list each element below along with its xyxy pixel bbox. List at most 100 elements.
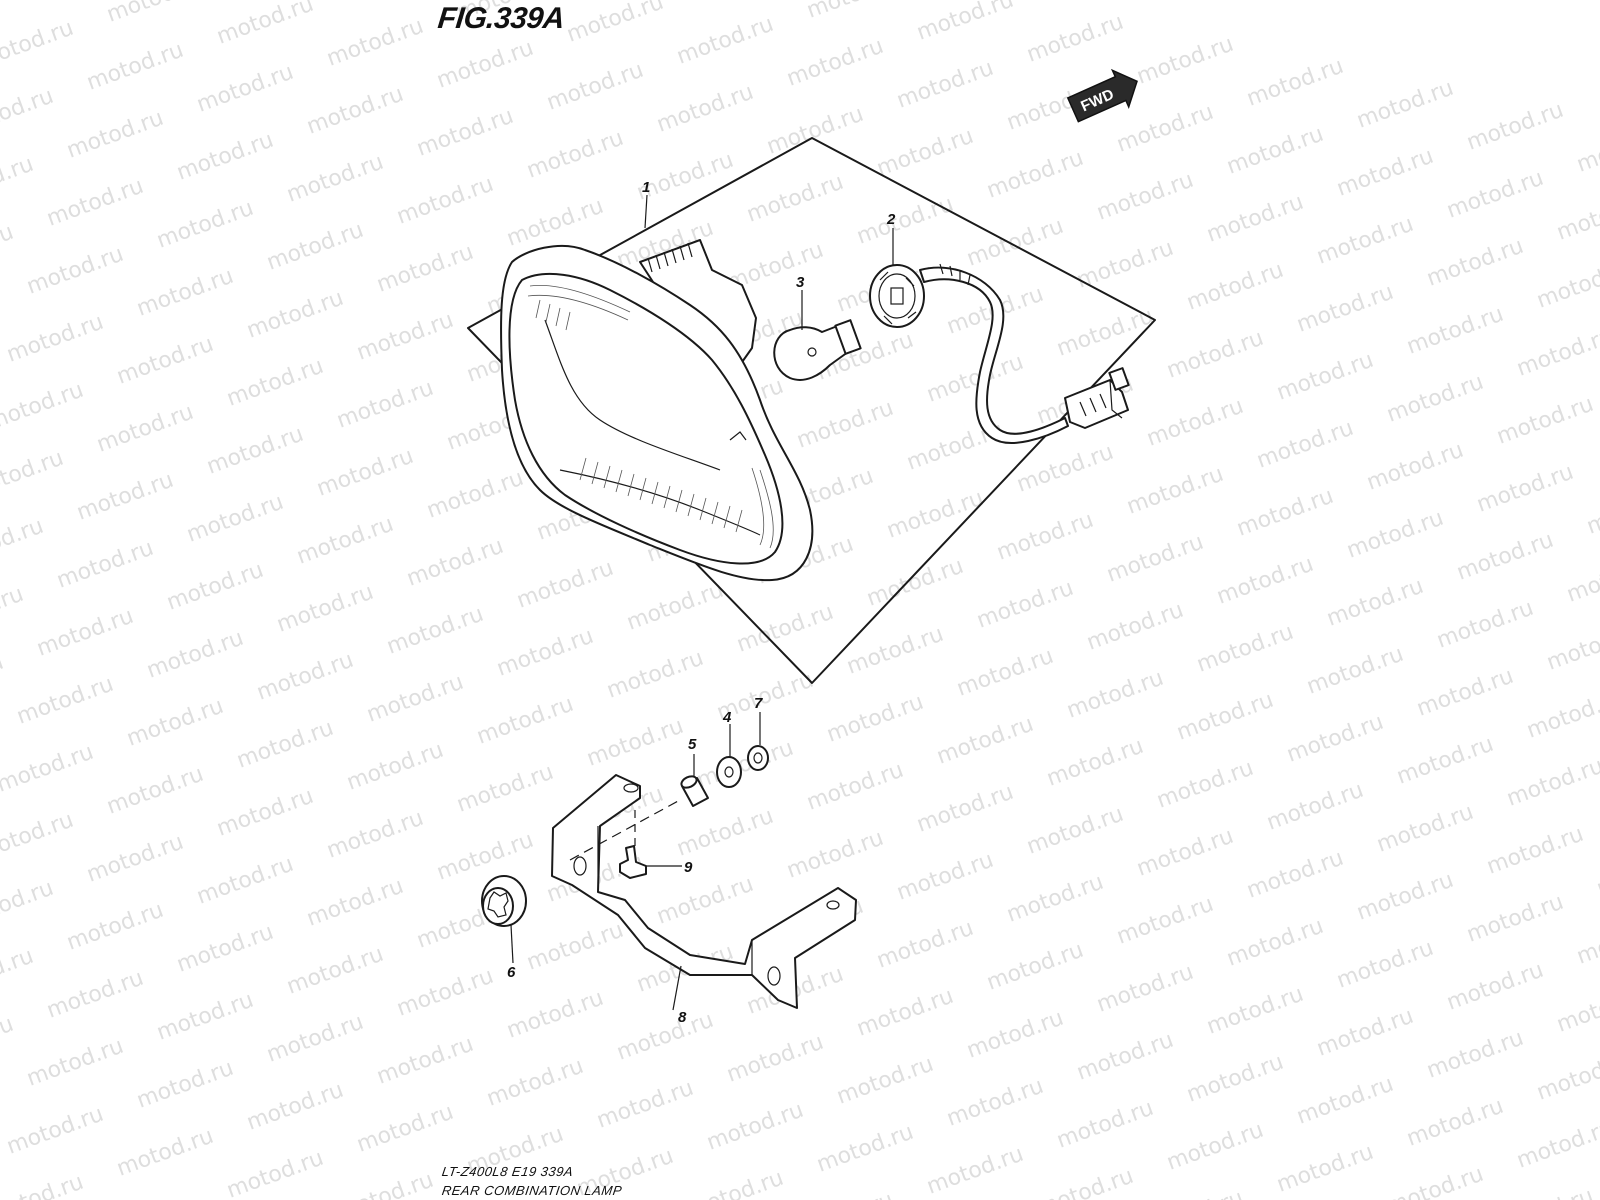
watermark-text: motod.ru: [1424, 234, 1527, 292]
watermark-text: motod.ru: [504, 986, 607, 1044]
watermark-text: motod.ru: [824, 690, 927, 748]
watermark-text: motod.ru: [654, 80, 757, 138]
watermark-text: motod.ru: [0, 582, 27, 640]
watermark-text: motod.ru: [924, 350, 1027, 408]
watermark-text: motod.ru: [1394, 732, 1497, 790]
watermark-text: motod.ru: [684, 1166, 787, 1200]
callout-4: 4: [722, 709, 732, 726]
watermark-text: motod.ru: [1334, 144, 1437, 202]
watermark-text: motod.ru: [1464, 890, 1567, 948]
callout-1: 1: [642, 179, 650, 196]
watermark-text: motod.ru: [284, 150, 387, 208]
watermark-text: motod.ru: [1124, 462, 1227, 520]
watermark-text: motod.ru: [704, 1098, 807, 1156]
watermark-text: motod.ru: [994, 508, 1097, 566]
watermark-text: motod.ru: [874, 916, 977, 974]
watermark-text: motod.ru: [1354, 76, 1457, 134]
watermark-text: motod.ru: [204, 422, 307, 480]
watermark-text: motod.ru: [0, 650, 7, 708]
watermark-text: motod.ru: [914, 780, 1017, 838]
watermark-text: motod.ru: [1554, 188, 1600, 246]
watermark-text: motod.ru: [474, 692, 577, 750]
watermark-text: motod.ru: [1464, 98, 1567, 156]
watermark-text: motod.ru: [1254, 416, 1357, 474]
watermark-text: motod.ru: [484, 1054, 587, 1112]
callout-8: 8: [678, 1009, 687, 1026]
watermark-text: motod.ru: [1234, 484, 1337, 542]
watermark-text: motod.ru: [244, 286, 347, 344]
watermark-text: motod.ru: [94, 400, 197, 458]
watermark-text: motod.ru: [674, 804, 777, 862]
watermark-text: motod.ru: [0, 84, 57, 142]
watermark-text: motod.ru: [794, 1188, 897, 1200]
watermark-text: motod.ru: [234, 716, 337, 774]
watermark-text: motod.ru: [1354, 868, 1457, 926]
watermark-text: motod.ru: [1444, 958, 1547, 1016]
assembly-outline: [467, 137, 1156, 684]
leader-lines: [510, 194, 894, 1011]
watermark-text: motod.ru: [544, 58, 647, 116]
watermark-text: motod.ru: [54, 536, 157, 594]
watermark-text: motod.ru: [1244, 846, 1347, 904]
watermark-text: motod.ru: [964, 214, 1067, 272]
watermark-text: motod.ru: [1364, 438, 1467, 496]
lamp-housing: [500, 239, 814, 582]
watermark-text: motod.ru: [394, 172, 497, 230]
watermark-text: motod.ru: [1184, 258, 1287, 316]
watermark-text: motod.ru: [814, 1120, 917, 1178]
watermark-text: motod.ru: [634, 148, 737, 206]
watermark-text: motod.ru: [84, 38, 187, 96]
watermark-text: motod.ru: [524, 918, 627, 976]
watermark-text: motod.ru: [614, 1008, 717, 1066]
callouts: 1 2 3 4 5 6 7 8 9: [507, 179, 896, 1026]
watermark-text: motod.ru: [134, 264, 237, 322]
watermark-text: motod.ru: [434, 36, 537, 94]
watermark-text: motod.ru: [1404, 1094, 1507, 1152]
watermark-text: motod.ru: [1314, 212, 1417, 270]
watermark-text: motod.ru: [4, 310, 107, 368]
watermark-text: motod.ru: [114, 1124, 217, 1182]
watermark-text: motod.ru: [1004, 870, 1107, 928]
watermark-text: motod.ru: [44, 966, 147, 1024]
watermark-text: motod.ru: [364, 670, 467, 728]
watermark-text: motod.ru: [1524, 686, 1600, 744]
watermark-text: motod.ru: [1024, 802, 1127, 860]
watermark-text: motod.ru: [1454, 528, 1557, 586]
watermark-text: motod.ru: [0, 1012, 17, 1070]
watermark-text: motod.ru: [914, 0, 1017, 46]
watermark-text: motod.ru: [24, 242, 127, 300]
watermark-text: motod.ru: [1284, 710, 1387, 768]
watermark-text: motod.ru: [1574, 120, 1600, 178]
watermark-text: motod.ru: [1534, 1048, 1600, 1106]
watermark-text: motod.ru: [354, 308, 457, 366]
figure-title: FIG.339A: [436, 2, 566, 35]
watermark-text: motod.ru: [1054, 1096, 1157, 1154]
watermark-text: motod.ru: [224, 1146, 327, 1200]
watermark-text: motod.ru: [1194, 620, 1297, 678]
watermark-text: motod.ru: [1164, 1118, 1267, 1176]
watermark-text: motod.ru: [744, 170, 847, 228]
watermark-text: motod.ru: [0, 1170, 87, 1200]
watermark-text: motod.ru: [244, 1078, 347, 1136]
callout-3: 3: [796, 274, 805, 291]
watermark-text: motod.ru: [1344, 506, 1447, 564]
watermark-text: motod.ru: [424, 466, 527, 524]
watermark-text: motod.ru: [1274, 348, 1377, 406]
watermark-text: motod.ru: [734, 600, 837, 658]
callout-2: 2: [886, 211, 896, 228]
fwd-arrow-icon: FWD: [1066, 68, 1138, 123]
watermark-text: motod.ru: [1294, 280, 1397, 338]
watermark-text: motod.ru: [0, 944, 37, 1002]
watermark-text: motod.ru: [404, 534, 507, 592]
watermark-text: motod.ru: [1164, 326, 1267, 384]
watermark-text: motod.ru: [334, 1168, 437, 1200]
watermark-text: motod.ru: [254, 648, 357, 706]
watermark-text: motod.ru: [974, 576, 1077, 634]
watermark-text: motod.ru: [0, 378, 87, 436]
watermark-text: motod.ru: [1504, 754, 1600, 812]
watermark-text: motod.ru: [874, 124, 977, 182]
watermark-text: motod.ru: [1514, 324, 1600, 382]
watermark-text: motod.ru: [1564, 550, 1600, 608]
watermark-text: motod.ru: [864, 554, 967, 612]
